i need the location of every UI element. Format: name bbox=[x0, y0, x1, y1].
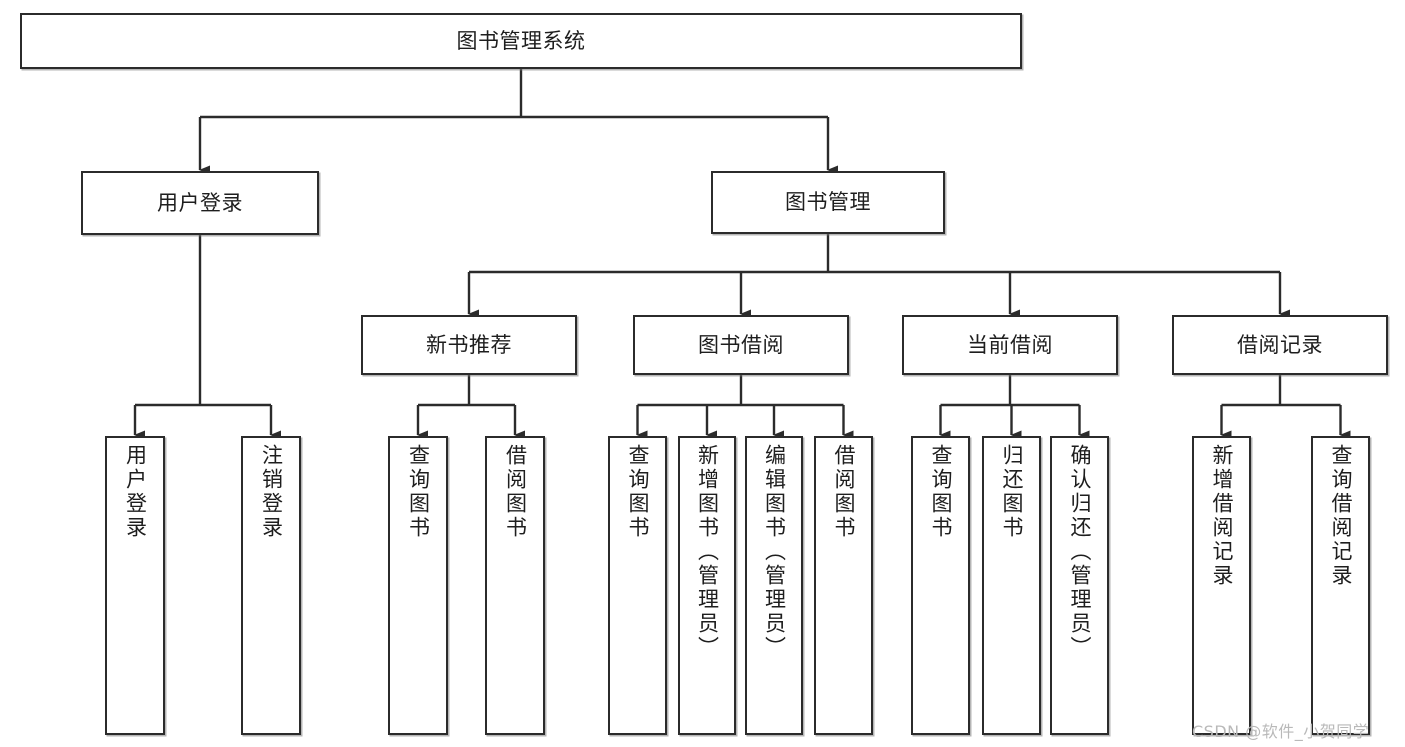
node-l3-rec-borrow-book: 借阅图书 bbox=[485, 436, 545, 735]
watermark-label: CSDN @软件_小贺同学 bbox=[1192, 722, 1370, 741]
node-label: 借阅图书 bbox=[832, 444, 856, 540]
node-label: 注销登录 bbox=[259, 444, 284, 540]
node-label: 编辑图书（管理员） bbox=[762, 444, 787, 660]
node-root: 图书管理系统 bbox=[20, 13, 1022, 69]
node-l3-logout: 注销登录 bbox=[241, 436, 301, 735]
node-l3-bb-borrow-book: 借阅图书 bbox=[814, 436, 873, 735]
node-label: 查询图书 bbox=[626, 444, 650, 540]
node-l3-br-query-record: 查询借阅记录 bbox=[1311, 436, 1370, 735]
node-l3-br-add-record: 新增借阅记录 bbox=[1192, 436, 1251, 735]
node-label: 图书管理系统 bbox=[456, 28, 586, 53]
node-l3-cb-return-book: 归还图书 bbox=[982, 436, 1041, 735]
node-label: 新增图书（管理员） bbox=[695, 444, 720, 660]
node-label: 新增借阅记录 bbox=[1210, 444, 1234, 588]
node-l3-bb-edit-book: 编辑图书（管理员） bbox=[745, 436, 803, 735]
node-l1-book-mgmt: 图书管理 bbox=[711, 171, 945, 234]
edge-group bbox=[133, 69, 1351, 440]
node-l3-rec-query-book: 查询图书 bbox=[388, 436, 448, 735]
node-label: 确认归还（管理员） bbox=[1068, 444, 1092, 660]
node-l3-cb-query-book: 查询图书 bbox=[911, 436, 970, 735]
node-l2-current-borrow: 当前借阅 bbox=[902, 315, 1118, 375]
node-label: 查询图书 bbox=[406, 444, 431, 540]
node-label: 借阅记录 bbox=[1237, 332, 1323, 357]
node-label: 借阅图书 bbox=[503, 444, 528, 540]
node-label: 图书借阅 bbox=[698, 332, 784, 357]
node-label: 查询借阅记录 bbox=[1329, 444, 1353, 588]
node-label: 查询图书 bbox=[929, 444, 953, 540]
node-label: 归还图书 bbox=[1000, 444, 1024, 540]
node-label: 新书推荐 bbox=[426, 332, 512, 357]
node-l3-cb-confirm-return: 确认归还（管理员） bbox=[1050, 436, 1109, 735]
node-label: 用户登录 bbox=[157, 190, 243, 215]
node-label: 用户登录 bbox=[123, 444, 148, 540]
node-l2-new-book-rec: 新书推荐 bbox=[361, 315, 577, 375]
node-l2-book-borrow: 图书借阅 bbox=[633, 315, 849, 375]
node-label: 当前借阅 bbox=[967, 332, 1053, 357]
node-l1-user-login: 用户登录 bbox=[81, 171, 319, 235]
node-l2-borrow-record: 借阅记录 bbox=[1172, 315, 1388, 375]
node-l3-user-login: 用户登录 bbox=[105, 436, 165, 735]
node-l3-bb-query-book: 查询图书 bbox=[608, 436, 667, 735]
node-l3-bb-add-book: 新增图书（管理员） bbox=[678, 436, 736, 735]
node-label: 图书管理 bbox=[785, 190, 871, 215]
